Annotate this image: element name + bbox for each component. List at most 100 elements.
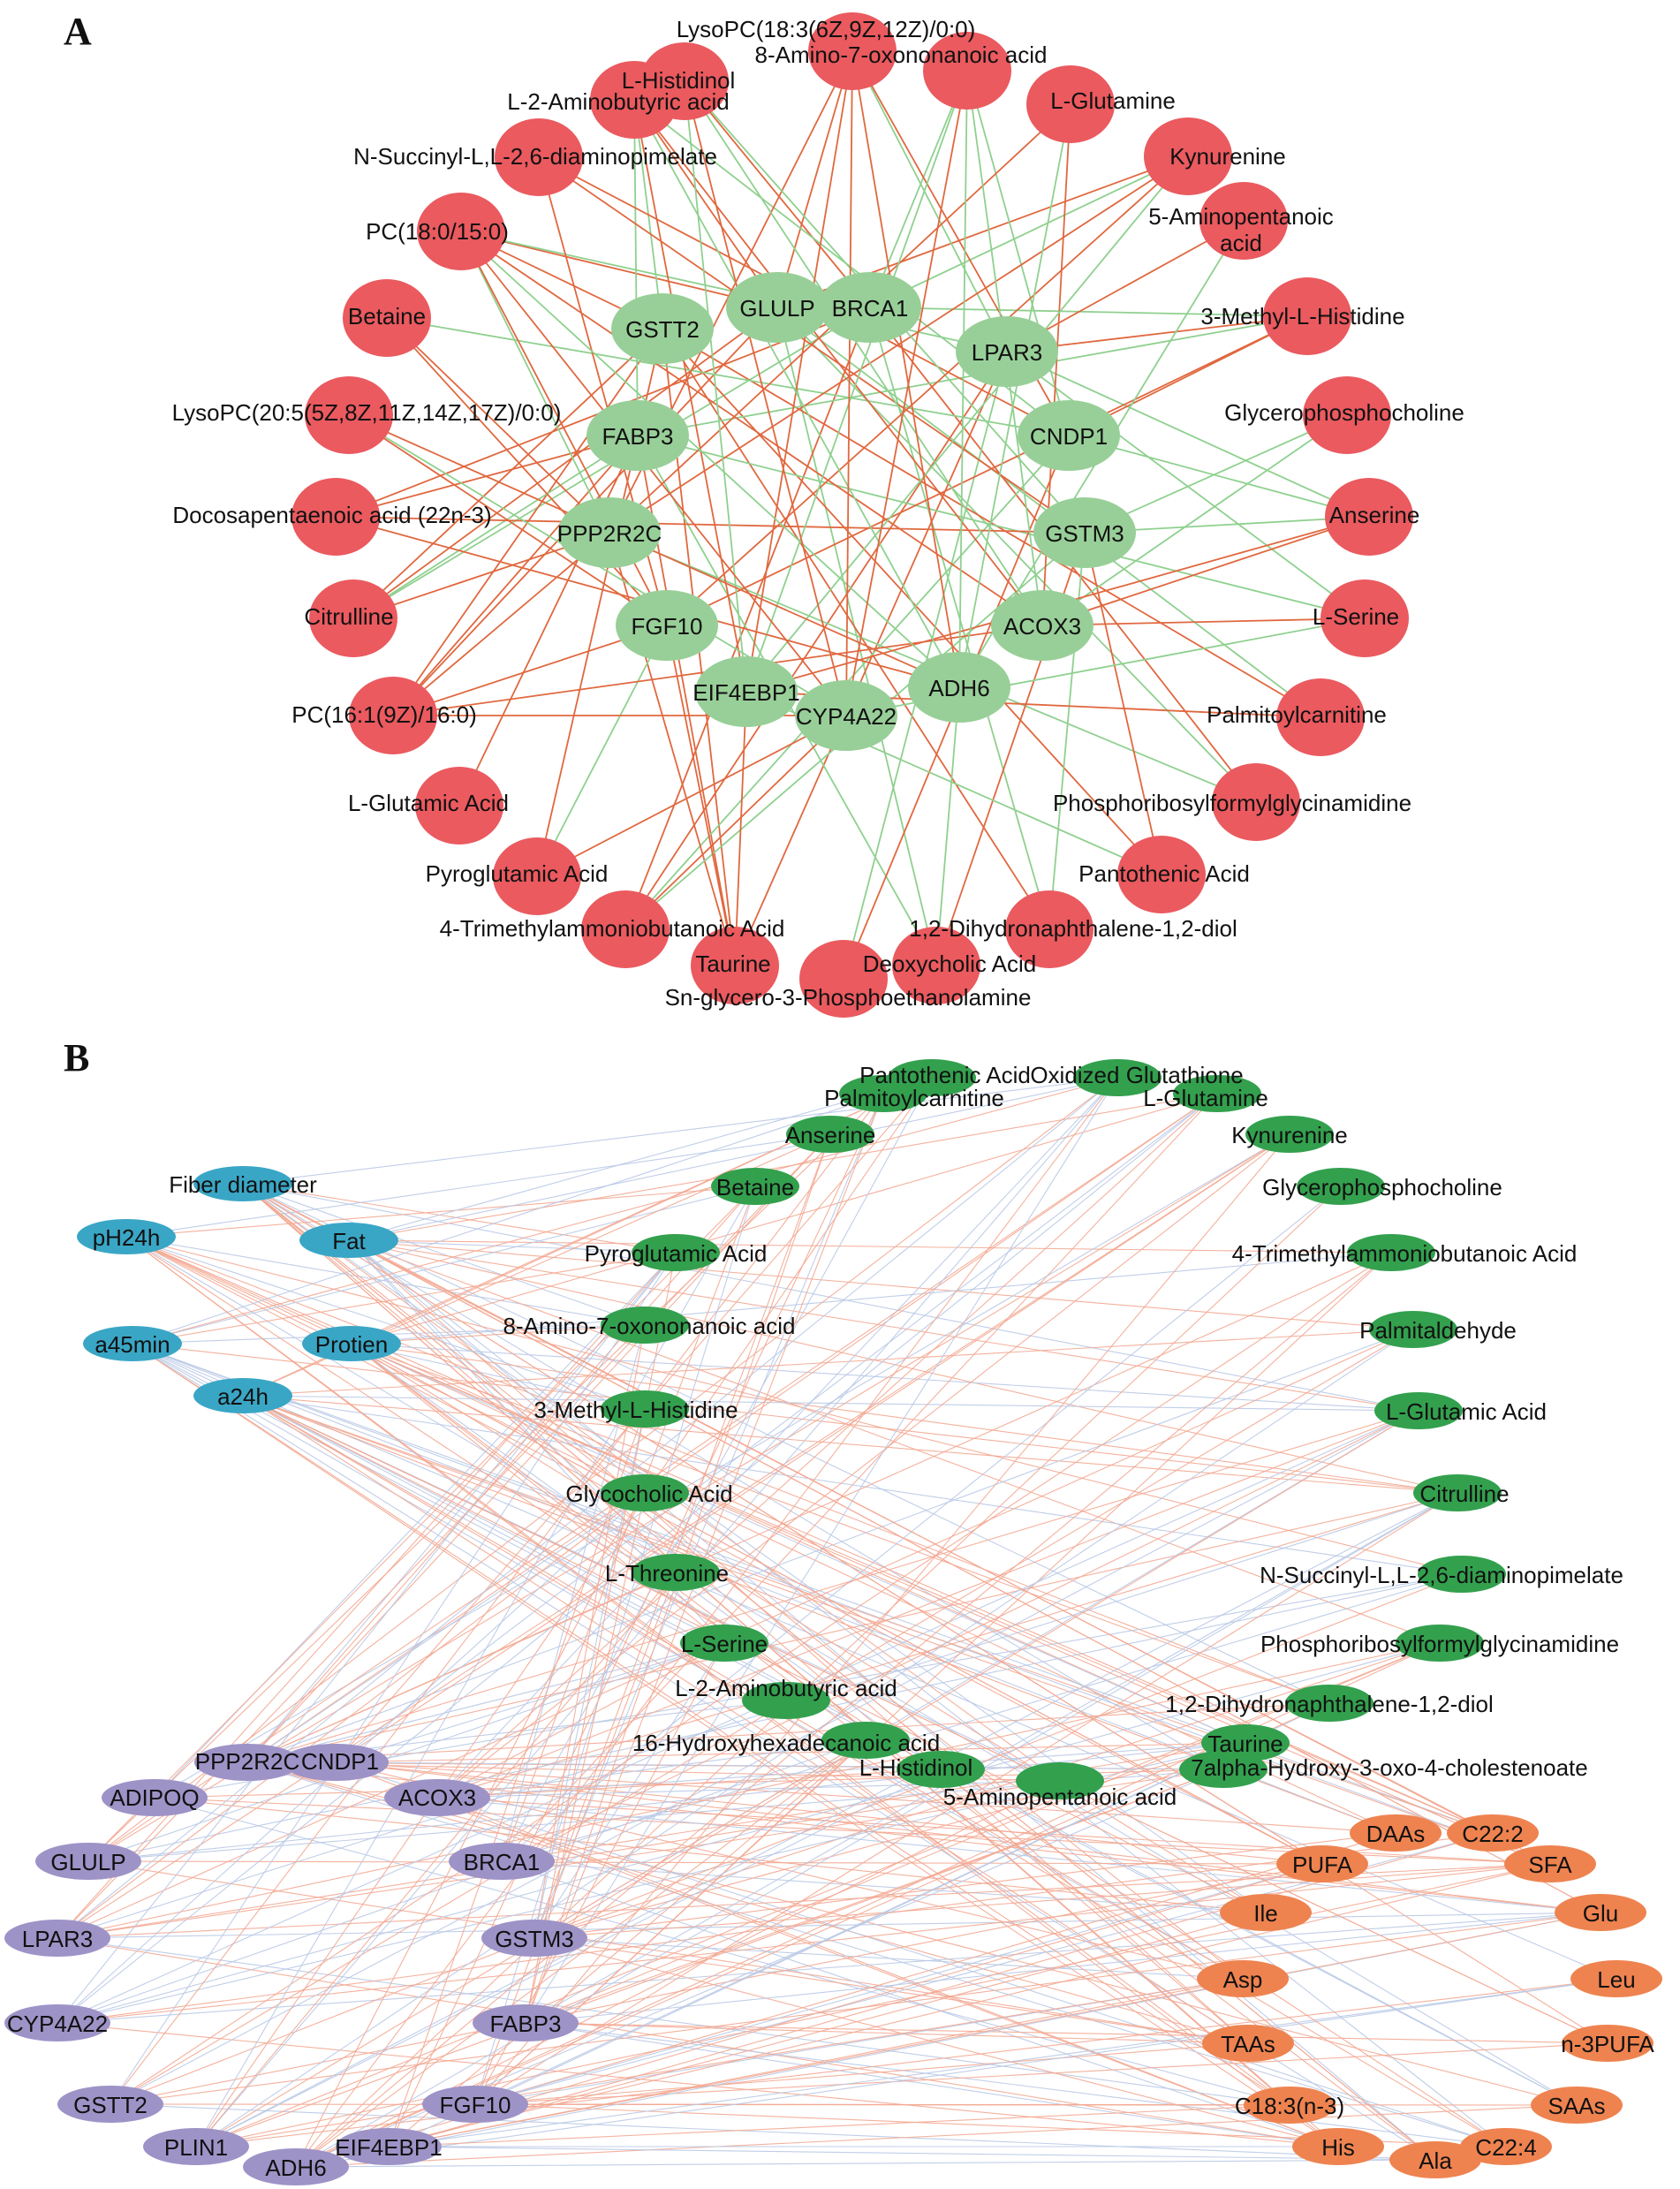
panel-a-metabolite-node-1-2-dihydronaphthalene-1-2-diol <box>1005 890 1094 968</box>
panel-a-edge <box>536 625 668 877</box>
panel-b-edge <box>87 1860 1323 1865</box>
panel-a-edge <box>684 80 871 308</box>
panel-b-edge <box>125 1185 756 1238</box>
panel-b-edge <box>195 1492 1458 2147</box>
panel-b-edge <box>110 1329 1414 2105</box>
panel-b-metabolite-node-l-threonine <box>632 1554 720 1591</box>
panel-a-node-label-acox3: ACOX3 <box>1003 613 1081 640</box>
panel-a-edge <box>335 516 1086 534</box>
panel-a-node-label-eif4ebp1: EIF4EBP1 <box>692 679 799 706</box>
panel-b-node-label-8-amino-7-oxononanoic-acid: 8-Amino-7-oxononanoic acid <box>503 1313 796 1339</box>
panel-b-node-label-c18-3-n-3: C18:3(n-3) <box>1235 2093 1344 2119</box>
panel-b-trait-node-his <box>1292 2128 1384 2165</box>
panel-b-edge <box>246 1642 725 1763</box>
panel-b-edge <box>195 1077 1118 2147</box>
panel-b-edge <box>335 1761 1507 2147</box>
panel-a-gene-node-fgf10 <box>616 590 718 661</box>
panel-b-node-label-4-trimethylammoniobutanoic-acid: 4-Trimethylammoniobutanoic Acid <box>1232 1240 1578 1267</box>
panel-b-edge <box>335 1761 1339 2147</box>
panel-b-trait-node-saas <box>1531 2087 1623 2124</box>
panel-b-phenotype-node-fat <box>299 1223 398 1258</box>
panel-b-node-label-brca1: BRCA1 <box>464 1849 541 1875</box>
panel-b-edge <box>348 1239 1507 2147</box>
panel-a-gene-node-gstm3 <box>1033 497 1136 568</box>
panel-b-trait-node-pufa <box>1276 1845 1368 1882</box>
panel-b-edge <box>436 1739 866 1799</box>
panel-b-trait-node-sfa <box>1504 1845 1596 1882</box>
panel-a-edge <box>633 99 747 693</box>
panel-b-edge <box>132 1077 1118 1344</box>
panel-b-edge <box>534 1937 1244 1980</box>
panel-a-gene-node-eif4ebp1 <box>695 656 798 727</box>
panel-b-edge <box>525 1093 884 2024</box>
panel-b-edge <box>57 1410 1419 2024</box>
panel-b-edge <box>87 1185 756 1862</box>
panel-b-edge <box>195 1410 1419 2147</box>
panel-b-node-label-c22-2: C22:2 <box>1462 1821 1523 1847</box>
panel-b-node-label-pyroglutamic-acid: Pyroglutamic Acid <box>585 1240 768 1267</box>
panel-b-gene-node-lpar3 <box>4 1920 110 1957</box>
panel-a-metabolite-node-docosapentaenoic-acid-22n-3 <box>291 478 380 556</box>
panel-a-edge <box>662 328 1321 718</box>
panel-a-edge <box>1084 414 1348 534</box>
panel-b-node-label-3-methyl-l-histidine: 3-Methyl-L-Histidine <box>534 1397 738 1423</box>
panel-a-edge <box>666 155 1189 626</box>
panel-b-edge <box>295 1185 1342 2168</box>
panel-b-edge <box>246 1329 1414 1763</box>
panel-b-trait-node-daas <box>1350 1814 1442 1852</box>
panel-a-edge <box>348 414 960 688</box>
panel-b-edge <box>125 1236 1578 2106</box>
panel-a-gene-node-fabp3 <box>586 400 689 471</box>
panel-b-edge <box>348 1239 1414 1330</box>
panel-a-metabolite-node-l-glutamic-acid <box>415 767 503 845</box>
panel-b-node-label-5-aminopentanoic-acid: 5-Aminopentanoic acid <box>943 1784 1177 1810</box>
panel-a-node-label-1-2-dihydronaphthalene-1-2-diol: 1,2-Dihydronaphthalene-1,2-diol <box>909 915 1237 942</box>
panel-b-edge <box>534 1832 1396 1939</box>
panel-b-metabolite-node-7alpha-hydroxy-3-oxo-4-cholestenoate <box>1179 1751 1268 1788</box>
panel-b-metabolite-node-pyroglutamic-acid <box>632 1234 720 1271</box>
panel-b-gene-node-gstm3 <box>481 1920 587 1957</box>
panel-b-edge <box>154 1797 1267 1913</box>
panel-b-edge <box>348 1239 1392 1254</box>
panel-b-edge <box>195 1769 942 2147</box>
panel-a-edge <box>352 328 663 619</box>
panel-b-edge <box>436 1769 942 1799</box>
panel-b-edge <box>246 1702 1330 1763</box>
panel-b-node-label-asp: Asp <box>1223 1966 1263 1993</box>
panel-a-edge <box>633 99 639 436</box>
panel-a-metabolite-node-pantothenic-acid <box>1117 836 1206 913</box>
panel-a-node-label-pantothenic-acid: Pantothenic Acid <box>1078 860 1250 887</box>
panel-a-gene-node-acox3 <box>991 590 1094 661</box>
panel-b-edge <box>351 1252 1392 1344</box>
panel-b-node-label-kynurenine: Kynurenine <box>1231 1122 1348 1148</box>
panel-b-edge <box>474 2103 1578 2106</box>
panel-b-edge <box>295 1492 646 2168</box>
panel-b-node-label-a45min: a45min <box>95 1331 170 1358</box>
panel-a-edge <box>1041 516 1370 626</box>
panel-a-edge <box>460 231 960 688</box>
panel-a-node-label-fgf10: FGF10 <box>632 613 703 640</box>
panel-b-metabolite-node-anserine <box>786 1116 874 1153</box>
panel-a-metabolite-node-kynurenine <box>1144 117 1232 195</box>
panel-a-node-label-fabp3: FABP3 <box>602 423 674 450</box>
panel-b-edge <box>525 2022 1608 2044</box>
panel-b-node-label-anserine: Anserine <box>785 1122 876 1148</box>
panel-b-edge <box>525 2022 1339 2147</box>
panel-b-node-label-n-succinyl-l-l-2-6-diaminopimelate: N-Succinyl-L,L-2,6-diaminopimelate <box>1260 1562 1623 1588</box>
panel-b-edge <box>351 1343 1323 1865</box>
panel-b-node-label-plin1: PLIN1 <box>164 2134 228 2161</box>
panel-b-metabolite-node-glycocholic-acid <box>601 1474 689 1511</box>
panel-a-metabolite-node-anserine <box>1325 478 1413 556</box>
panel-b-edge <box>348 1239 677 1254</box>
panel-a-gene-node-adh6 <box>908 652 1010 723</box>
panel-a-edge <box>392 328 663 716</box>
panel-b-edge <box>474 1832 1396 2105</box>
panel-b-edge <box>534 1642 725 1939</box>
panel-b-phenotype-node-fiber-diameter <box>193 1166 292 1201</box>
panel-b-edge <box>57 1912 1601 1939</box>
panel-b-metabolite-node-phosphoribosylformylglycinamidine <box>1396 1625 1484 1662</box>
panel-b-edge <box>474 2042 1608 2105</box>
panel-b-edge <box>388 2146 1436 2161</box>
